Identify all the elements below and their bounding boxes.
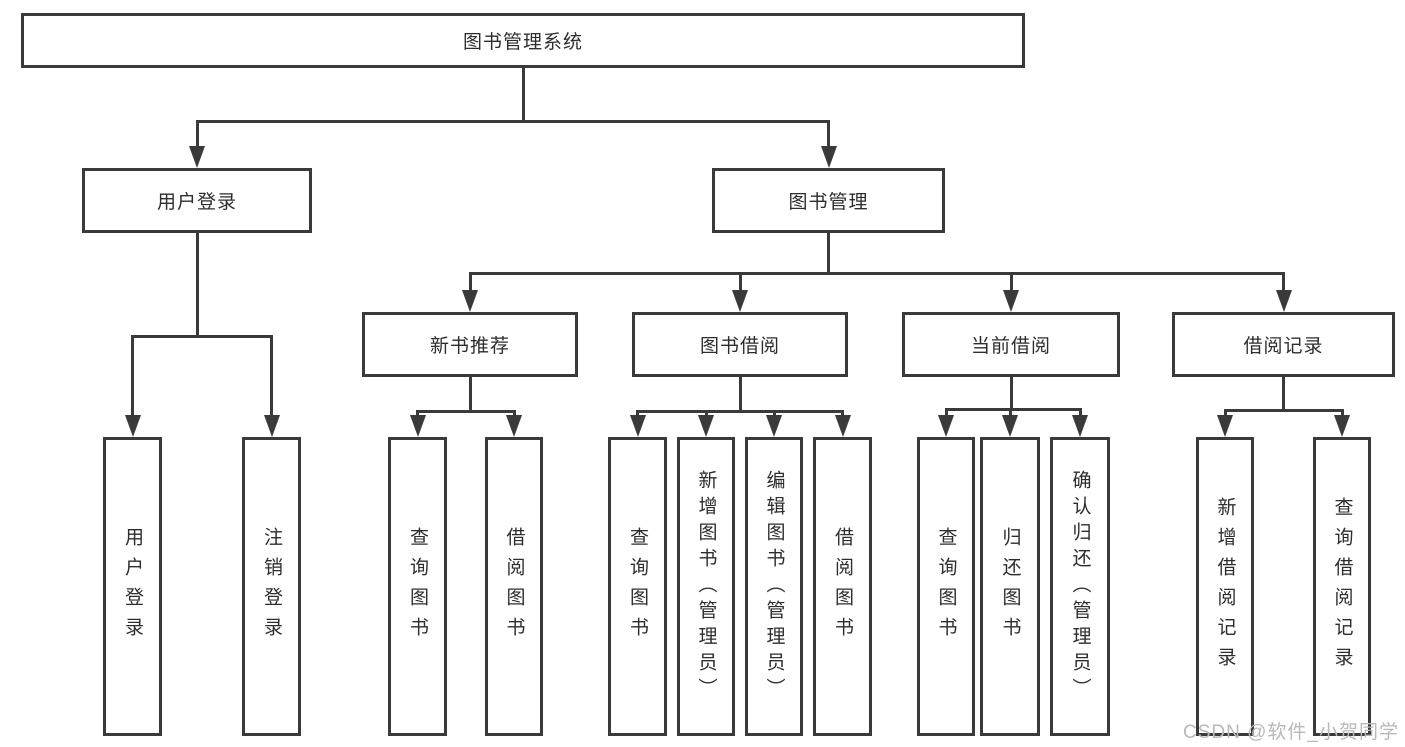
node-current-borrow-query: 查询图书 bbox=[917, 437, 975, 736]
node-book-borrow-query: 查询图书 bbox=[608, 437, 667, 736]
connector-line bbox=[195, 120, 830, 123]
node-system: 图书管理系统 bbox=[21, 13, 1025, 68]
node-label-borrow-records-query: 查询借阅记录 bbox=[1331, 496, 1353, 677]
arrow-down-icon bbox=[1275, 290, 1292, 312]
node-book-borrow-edit: 编辑图书（管理员） bbox=[745, 437, 803, 736]
node-label-borrow-records: 借阅记录 bbox=[1243, 336, 1324, 357]
node-book-borrow-add: 新增图书（管理员） bbox=[677, 437, 735, 736]
connector-line bbox=[636, 410, 844, 413]
arrow-down-icon bbox=[698, 415, 714, 437]
connector-line bbox=[944, 408, 948, 417]
connector-line bbox=[841, 410, 844, 417]
arrow-down-icon bbox=[938, 415, 954, 437]
connector-line bbox=[270, 335, 273, 417]
node-label-current-borrow: 当前借阅 bbox=[970, 336, 1051, 357]
connector-line bbox=[944, 408, 1082, 411]
node-label-book-borrow-borrow: 借阅图书 bbox=[832, 526, 853, 647]
node-label-current-borrow-return: 归还图书 bbox=[999, 526, 1021, 647]
connector-line bbox=[636, 410, 639, 417]
node-new-book-borrow: 借阅图书 bbox=[485, 437, 543, 736]
arrow-down-icon bbox=[732, 290, 748, 312]
connector-line bbox=[1223, 409, 1344, 412]
node-borrow-records: 借阅记录 bbox=[1172, 312, 1395, 377]
connector-line bbox=[827, 233, 830, 272]
node-label-book-borrow-edit: 编辑图书（管理员） bbox=[763, 469, 785, 704]
connector-line bbox=[468, 377, 472, 410]
node-book-management: 图书管理 bbox=[712, 168, 945, 233]
node-new-book: 新书推荐 bbox=[362, 312, 578, 377]
node-book-borrow-borrow: 借阅图书 bbox=[813, 437, 872, 736]
arrow-down-icon bbox=[629, 415, 646, 437]
arrow-down-icon bbox=[124, 415, 141, 437]
connector-line bbox=[468, 272, 472, 292]
connector-line bbox=[1008, 408, 1012, 417]
connector-line bbox=[512, 410, 516, 417]
connector-line bbox=[1009, 377, 1013, 408]
node-current-borrow: 当前借阅 bbox=[902, 312, 1120, 377]
arrow-down-icon bbox=[189, 146, 205, 168]
node-label-current-borrow-confirm: 确认归还（管理员） bbox=[1069, 469, 1091, 704]
node-borrow-records-add: 新增借阅记录 bbox=[1196, 437, 1254, 736]
connector-line bbox=[1282, 377, 1285, 409]
connector-line bbox=[131, 335, 134, 417]
connector-line bbox=[195, 120, 199, 148]
node-label-current-borrow-query: 查询图书 bbox=[935, 526, 957, 647]
node-label-logout-leaf: 注销登录 bbox=[261, 526, 282, 647]
arrow-down-icon bbox=[1003, 290, 1019, 312]
node-user-login-leaf: 用户登录 bbox=[103, 437, 162, 736]
connector-line bbox=[195, 233, 199, 335]
node-label-borrow-records-add: 新增借阅记录 bbox=[1214, 496, 1236, 677]
arrow-down-icon bbox=[263, 415, 280, 437]
connector-line bbox=[1078, 408, 1082, 417]
connector-line bbox=[1009, 272, 1013, 292]
connector-line bbox=[131, 335, 273, 338]
connector-line bbox=[416, 410, 419, 417]
arrow-down-icon bbox=[1334, 415, 1350, 437]
arrow-down-icon bbox=[1217, 415, 1233, 437]
connector-line bbox=[772, 410, 776, 417]
arrow-down-icon bbox=[820, 146, 837, 168]
connector-line bbox=[416, 410, 516, 413]
node-label-system: 图书管理系统 bbox=[462, 32, 583, 53]
connector-line bbox=[738, 377, 742, 410]
arrow-down-icon bbox=[462, 290, 478, 312]
connector-line bbox=[468, 272, 1285, 275]
arrow-down-icon bbox=[506, 415, 522, 437]
node-label-user-login: 用户登录 bbox=[156, 192, 237, 213]
node-user-login: 用户登录 bbox=[82, 168, 312, 233]
node-borrow-records-query: 查询借阅记录 bbox=[1313, 437, 1371, 736]
node-label-user-login-leaf: 用户登录 bbox=[122, 526, 143, 647]
arrow-down-icon bbox=[409, 415, 426, 437]
node-label-book-management: 图书管理 bbox=[788, 192, 869, 213]
node-label-new-book-query: 查询图书 bbox=[407, 526, 428, 647]
node-book-borrow: 图书借阅 bbox=[632, 312, 848, 377]
connector-line bbox=[827, 120, 830, 148]
node-label-book-borrow-query: 查询图书 bbox=[627, 526, 648, 647]
node-current-borrow-confirm: 确认归还（管理员） bbox=[1050, 437, 1110, 736]
csdn-watermark: CSDN @软件_小贺同学 bbox=[1183, 722, 1399, 743]
node-current-borrow-return: 归还图书 bbox=[980, 437, 1040, 736]
node-logout-leaf: 注销登录 bbox=[242, 437, 301, 736]
connector-line bbox=[1223, 409, 1227, 417]
node-label-new-book: 新书推荐 bbox=[429, 336, 510, 357]
arrow-down-icon bbox=[1072, 415, 1088, 437]
connector-line bbox=[1282, 272, 1285, 292]
arrow-down-icon bbox=[834, 415, 851, 437]
connector-line bbox=[521, 68, 525, 120]
node-label-book-borrow: 图书借阅 bbox=[699, 336, 780, 357]
connector-line bbox=[738, 272, 742, 292]
arrow-down-icon bbox=[1002, 415, 1018, 437]
node-label-book-borrow-add: 新增图书（管理员） bbox=[695, 469, 717, 704]
connector-line bbox=[1340, 409, 1344, 417]
arrow-down-icon bbox=[766, 415, 782, 437]
connector-line bbox=[704, 410, 708, 417]
node-label-new-book-borrow: 借阅图书 bbox=[503, 526, 525, 647]
node-new-book-query: 查询图书 bbox=[388, 437, 447, 736]
